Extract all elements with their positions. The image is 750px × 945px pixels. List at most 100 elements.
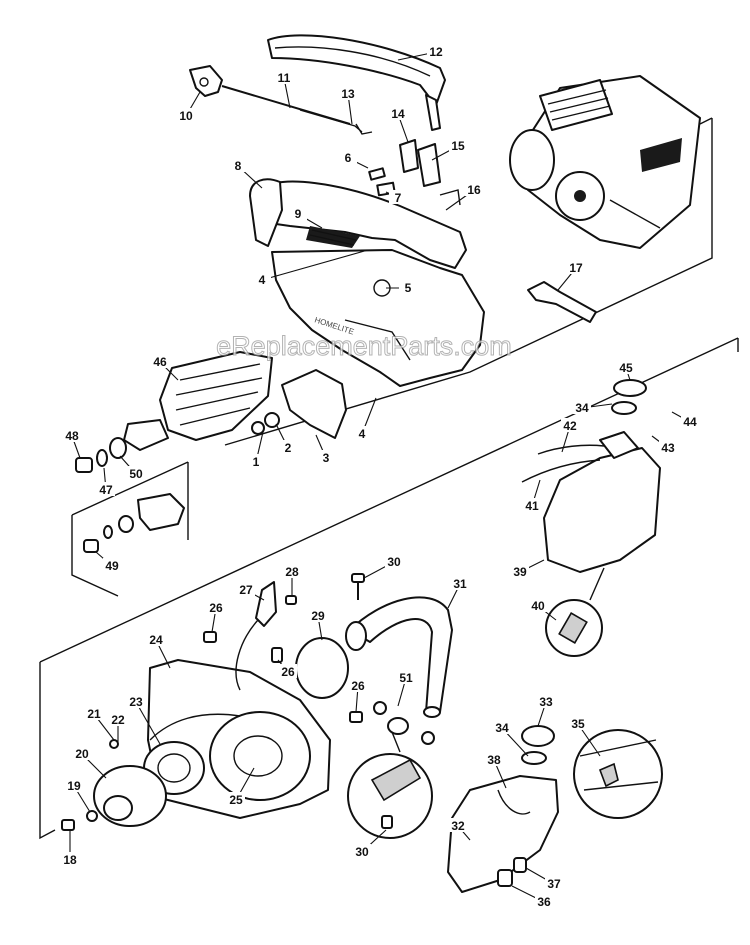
callout-bg-c27	[237, 582, 255, 596]
starter-housing	[143, 659, 331, 819]
callout-bg-c32	[449, 818, 467, 832]
callout-bg-c12	[427, 44, 445, 58]
callout-c38: 38	[487, 753, 501, 767]
callout-c18: 18	[63, 853, 77, 867]
callout-c16: 16	[467, 183, 481, 197]
inset-detail-40	[545, 567, 605, 657]
throttle-trigger	[189, 65, 223, 97]
callout-bg-c39	[511, 564, 529, 578]
callout-bg-c4a	[253, 272, 271, 286]
callout-bg-c50	[127, 466, 145, 480]
callout-bg-c43	[659, 440, 677, 454]
callout-bg-c7	[389, 190, 407, 204]
starter-pulley	[61, 765, 167, 831]
callout-bg-c30a	[385, 554, 403, 568]
callout-c48: 48	[65, 429, 79, 443]
callout-bg-c26c	[349, 678, 367, 692]
callout-c32: 32	[451, 819, 465, 833]
callout-bg-c40	[529, 598, 547, 612]
callout-bg-c8	[229, 158, 247, 172]
callout-bg-c28	[283, 564, 301, 578]
callout-c4b: 4	[359, 427, 366, 441]
callout-c44: 44	[683, 415, 697, 429]
callout-bg-c45	[617, 360, 635, 374]
callout-bg-c10	[177, 108, 195, 122]
callout-bg-c46	[151, 354, 169, 368]
small-parts-upper	[355, 123, 461, 206]
callout-c30a: 30	[387, 555, 401, 569]
callout-c3: 3	[323, 451, 330, 465]
callout-bg-c30b	[353, 844, 371, 858]
callout-bg-c33	[537, 694, 555, 708]
callout-c9: 9	[295, 207, 302, 221]
callout-c47: 47	[99, 483, 113, 497]
callout-c45: 45	[619, 361, 633, 375]
callout-bg-c11	[275, 70, 293, 84]
callout-c26a: 26	[209, 601, 223, 615]
callout-bg-c19	[65, 778, 83, 792]
callout-c42: 42	[563, 419, 577, 433]
spark-screen-plate	[251, 369, 347, 439]
callout-bg-c4b	[353, 426, 371, 440]
callout-bg-c1	[247, 454, 265, 468]
callout-bg-c23	[127, 694, 145, 708]
callout-c2: 2	[285, 441, 292, 455]
callout-bg-c20	[73, 746, 91, 760]
callout-bg-c21	[85, 706, 103, 720]
callout-bg-c6	[339, 150, 357, 164]
callout-bg-c34b	[573, 400, 591, 414]
watermark: eReplacementParts.com	[216, 331, 512, 361]
callout-c13: 13	[341, 87, 355, 101]
starter-rope-grip	[149, 581, 277, 741]
callout-c25: 25	[229, 793, 243, 807]
callout-bg-c18	[61, 852, 79, 866]
callout-bg-c24	[147, 632, 165, 646]
callout-c35: 35	[571, 717, 585, 731]
callout-c34a: 34	[495, 721, 509, 735]
callout-c27: 27	[239, 583, 253, 597]
callout-leader-c23	[135, 701, 161, 745]
callout-c1: 1	[253, 455, 260, 469]
callout-c6: 6	[345, 151, 352, 165]
callout-bg-c14	[389, 106, 407, 120]
callout-bg-c36	[535, 894, 553, 908]
callout-bg-c51	[397, 670, 415, 684]
callout-bg-c2	[279, 440, 297, 454]
callout-c21: 21	[87, 707, 101, 721]
callout-c37: 37	[547, 877, 561, 891]
callout-c17: 17	[569, 261, 583, 275]
callout-bg-c3	[317, 450, 335, 464]
callout-c29: 29	[311, 609, 325, 623]
callout-bg-c41	[523, 498, 541, 512]
callout-bg-c44	[681, 414, 699, 428]
callout-c26b: 26	[281, 665, 295, 679]
callout-bg-c29	[309, 608, 327, 622]
air-filter-29	[295, 637, 349, 699]
callout-c41: 41	[525, 499, 539, 513]
chain-cover-46	[123, 351, 273, 451]
callout-bg-c15	[449, 138, 467, 152]
inset-detail-30	[347, 731, 433, 839]
callout-c26c: 26	[351, 679, 365, 693]
fuel-line-hose	[345, 596, 453, 718]
engine-assembly	[509, 75, 701, 249]
inset-detail-35	[573, 729, 663, 819]
callout-c8: 8	[235, 159, 242, 173]
callout-bg-c35	[569, 716, 587, 730]
callout-c5: 5	[405, 281, 412, 295]
callout-c31: 31	[453, 577, 467, 591]
oil-tank	[521, 379, 661, 573]
callout-bg-c49	[103, 558, 121, 572]
callout-c24: 24	[149, 633, 163, 647]
callout-c34b: 34	[575, 401, 589, 415]
callout-bg-c47	[97, 482, 115, 496]
callout-c46: 46	[153, 355, 167, 369]
callout-c51: 51	[399, 671, 413, 685]
callout-c4a: 4	[259, 273, 266, 287]
callout-c40: 40	[531, 599, 545, 613]
callout-bg-c42	[561, 418, 579, 432]
section-frame-bracket	[71, 461, 189, 597]
callout-c43: 43	[661, 441, 675, 455]
